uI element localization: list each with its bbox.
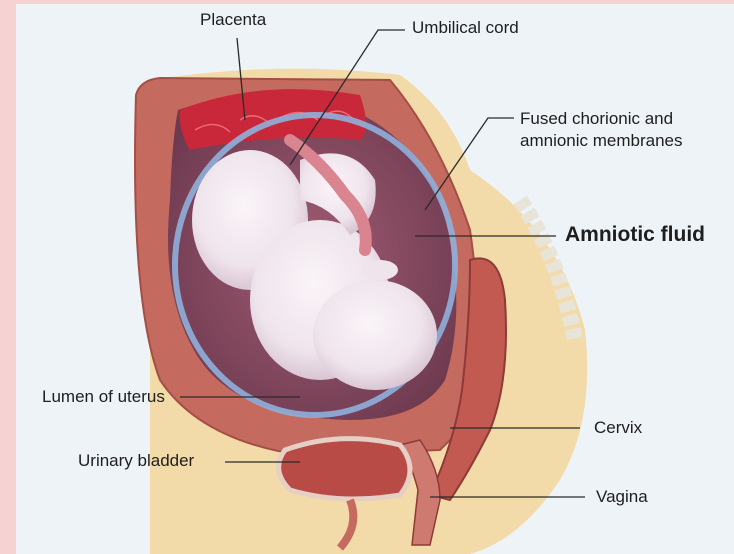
- urinary-bladder-shape: [279, 439, 410, 499]
- label-amniotic-fluid: Amniotic fluid: [565, 224, 705, 246]
- label-placenta: Placenta: [200, 9, 266, 31]
- label-umbilical-cord: Umbilical cord: [412, 17, 519, 39]
- label-vagina: Vagina: [596, 486, 648, 508]
- label-lumen-of-uterus: Lumen of uterus: [42, 386, 165, 408]
- label-fused-membranes-line1: Fused chorionic and: [520, 108, 730, 130]
- label-fused-membranes: Fused chorionic and amnionic membranes: [520, 108, 730, 152]
- label-fused-membranes-line2: amnionic membranes: [520, 130, 730, 152]
- label-cervix: Cervix: [594, 417, 642, 439]
- label-urinary-bladder: Urinary bladder: [78, 450, 194, 472]
